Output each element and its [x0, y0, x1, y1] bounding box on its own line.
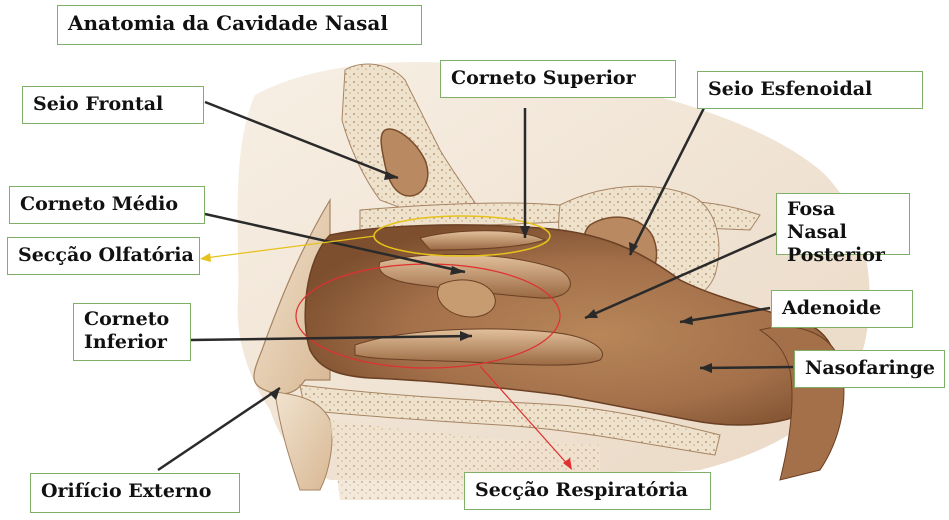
label-seccao-olfatoria: Secção Olfatória — [7, 237, 200, 275]
leader-nasofaringe — [700, 367, 793, 368]
label-seccao-respiratoria: Secção Respiratória — [464, 472, 711, 510]
label-fosa-nasal-line2: Posterior — [787, 244, 885, 266]
label-fosa-nasal-line1: Fosa Nasal — [787, 198, 847, 243]
leader-orificio-externo — [158, 388, 280, 470]
diagram-title: Anatomia da Cavidade Nasal — [57, 5, 422, 45]
label-adenoide: Adenoide — [771, 290, 913, 328]
label-seio-frontal: Seio Frontal — [22, 86, 204, 124]
label-nasofaringe: Nasofaringe — [794, 350, 945, 388]
label-seio-esfenoidal: Seio Esfenoidal — [697, 71, 923, 109]
label-fosa-nasal-posterior: Fosa Nasal Posterior — [776, 193, 910, 255]
label-corneto-medio: Corneto Médio — [9, 186, 205, 224]
label-corneto-inferior-line2: Inferior — [84, 331, 167, 353]
label-corneto-inferior: Corneto Inferior — [73, 303, 191, 361]
arrowhead-seccao-olfatoria — [200, 253, 211, 262]
label-orificio-externo: Orifício Externo — [30, 473, 240, 513]
label-corneto-superior: Corneto Superior — [440, 60, 676, 98]
label-corneto-inferior-line1: Corneto — [84, 308, 169, 330]
